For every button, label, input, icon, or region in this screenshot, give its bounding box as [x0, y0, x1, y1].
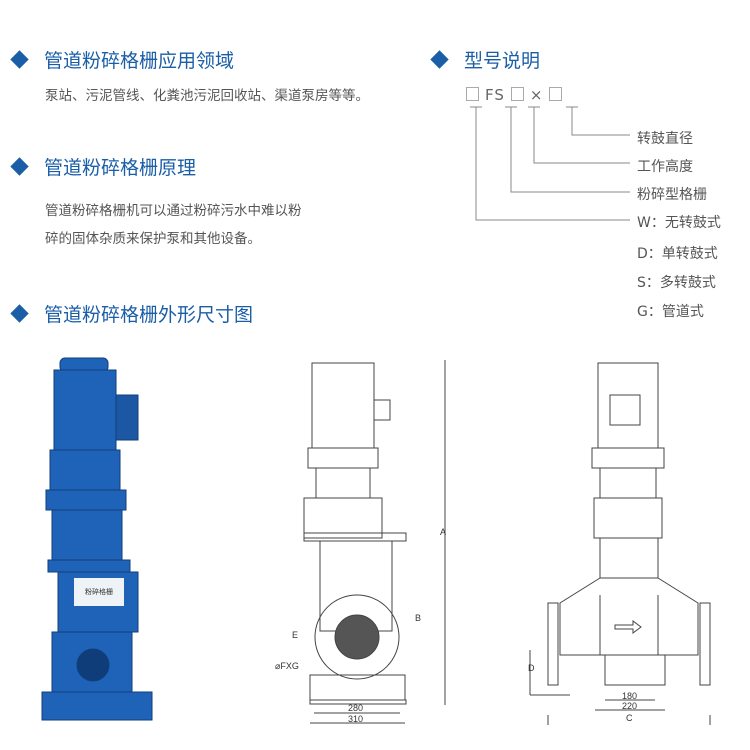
diamond-icon: [10, 50, 29, 69]
diamond-icon: [430, 50, 449, 69]
dim-220: 220: [622, 701, 637, 711]
heading-text: 型号说明: [464, 50, 541, 72]
model-label: D：单转鼓式: [637, 246, 718, 262]
dim-b: B: [415, 613, 421, 623]
code-x: ×: [529, 86, 544, 104]
dim-a: A: [440, 527, 446, 537]
side-drawing: D 180 220 C: [528, 362, 711, 725]
front-drawing: A B E ⌀FXG 280 310: [275, 360, 446, 724]
heading-text: 管道粉碎格栅原理: [44, 157, 197, 179]
heading-text: 管道粉碎格栅应用领域: [44, 50, 235, 72]
pump-photo: 粉碎格栅: [41, 357, 153, 721]
model-code: FS ×: [466, 86, 568, 104]
heading-model: 型号说明: [430, 46, 540, 73]
model-label: W：无转鼓式: [637, 215, 721, 231]
code-fs: FS: [485, 86, 505, 104]
model-label: 粉碎型格栅: [637, 187, 707, 203]
text-line: 碎的固体杂质来保护泵和其他设备。: [45, 231, 261, 247]
heading-principle: 管道粉碎格栅原理: [10, 153, 196, 180]
dim-e: E: [292, 630, 298, 640]
model-label: 工作高度: [637, 159, 693, 175]
application-text: 泵站、污泥管线、化粪池污泥回收站、渠道泵房等等。: [45, 88, 369, 104]
dim-d: D: [528, 663, 535, 673]
photo-plate-text: 粉碎格栅: [85, 587, 113, 596]
model-label: G：管道式: [637, 304, 704, 320]
text-line: 管道粉碎格栅机可以通过粉碎污水中难以粉: [45, 203, 302, 219]
model-label: 转鼓直径: [637, 131, 693, 147]
heading-dimensions: 管道粉碎格栅外形尺寸图: [10, 300, 253, 327]
model-leader-lines: [470, 106, 630, 221]
diamond-icon: [10, 304, 29, 323]
dim-c: C: [626, 713, 633, 723]
heading-text: 管道粉碎格栅外形尺寸图: [44, 304, 254, 326]
dim-fxg: ⌀FXG: [275, 661, 299, 671]
dim-180: 180: [622, 691, 637, 701]
diamond-icon: [10, 157, 29, 176]
model-label: S：多转鼓式: [637, 275, 716, 291]
heading-application: 管道粉碎格栅应用领域: [10, 46, 234, 73]
dim-280: 280: [348, 703, 363, 713]
principle-text: 管道粉碎格栅机可以通过粉碎污水中难以粉碎的固体杂质来保护泵和其他设备。: [45, 197, 302, 253]
dim-310: 310: [348, 714, 363, 724]
